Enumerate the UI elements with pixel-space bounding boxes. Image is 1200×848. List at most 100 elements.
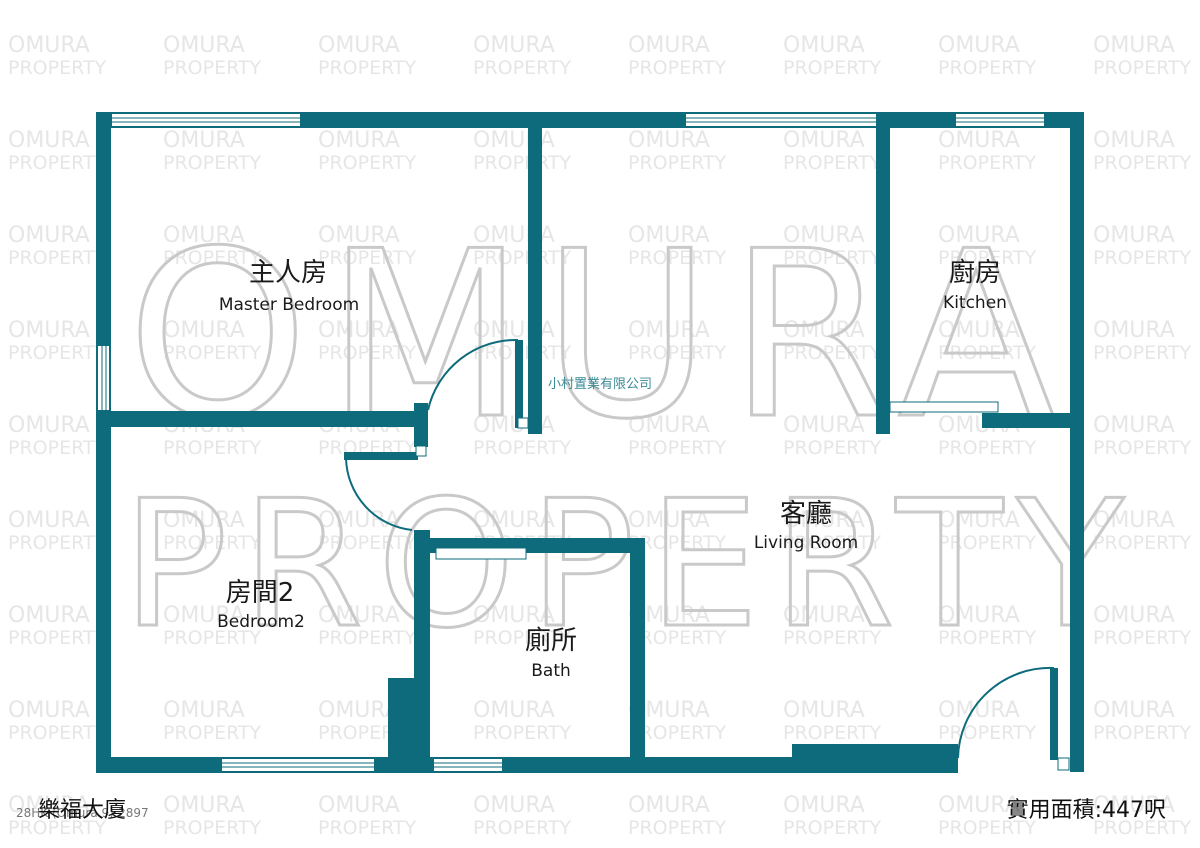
- watermark-tile-line2: PROPERTY: [473, 57, 572, 79]
- watermark-tile-line2: PROPERTY: [1093, 722, 1192, 744]
- watermark-tile-line1: OMURA: [783, 603, 865, 628]
- watermark-tile-line2: PROPERTY: [473, 722, 572, 744]
- watermark-tile-line2: PROPERTY: [628, 532, 727, 554]
- watermark-tile-line1: OMURA: [8, 508, 90, 533]
- watermark-tile-line2: PROPERTY: [8, 247, 107, 269]
- watermark-tile-line2: PROPERTY: [163, 817, 262, 839]
- watermark-tile-line2: PROPERTY: [938, 342, 1037, 364]
- watermark-tile-line2: PROPERTY: [8, 342, 107, 364]
- watermark-tile-line2: PROPERTY: [473, 437, 572, 459]
- big-watermark-omura: OMURA: [127, 203, 1073, 470]
- watermark-tile-line1: OMURA: [628, 793, 710, 818]
- watermark-tile-line2: PROPERTY: [163, 722, 262, 744]
- watermark-tile-line1: OMURA: [1093, 698, 1175, 723]
- watermark-tile-line1: OMURA: [318, 128, 400, 153]
- walls: [96, 112, 1084, 773]
- watermark-tile-line1: OMURA: [163, 603, 245, 628]
- watermark-tile-line1: OMURA: [163, 318, 245, 343]
- watermark-tile-line1: OMURA: [628, 413, 710, 438]
- watermark-tile-line2: PROPERTY: [783, 57, 882, 79]
- watermark-tile-line2: PROPERTY: [938, 532, 1037, 554]
- watermark-tile-line2: PROPERTY: [783, 722, 882, 744]
- watermark-tile-line2: PROPERTY: [938, 817, 1037, 839]
- watermark-tile-line1: OMURA: [628, 318, 710, 343]
- watermark-tile-line2: PROPERTY: [1093, 437, 1192, 459]
- windows: [98, 114, 1044, 771]
- watermark-tile-line1: OMURA: [783, 223, 865, 248]
- watermark-tile-line2: PROPERTY: [628, 247, 727, 269]
- watermark-tile-line1: OMURA: [1093, 318, 1175, 343]
- watermark-tile-line1: OMURA: [1093, 603, 1175, 628]
- wall-living-bottom: [792, 744, 958, 773]
- watermark-tile-line1: OMURA: [628, 223, 710, 248]
- watermark-tile-line1: OMURA: [318, 603, 400, 628]
- watermark-tile-line2: PROPERTY: [318, 627, 417, 649]
- watermark-tile-line1: OMURA: [8, 128, 90, 153]
- watermark-tile-line2: PROPERTY: [318, 532, 417, 554]
- watermark-tile-line1: OMURA: [473, 33, 555, 58]
- watermark-tile-line1: OMURA: [783, 318, 865, 343]
- wall-left: [96, 112, 111, 772]
- watermark-tile-line2: PROPERTY: [783, 152, 882, 174]
- watermark-tile-line2: PROPERTY: [318, 57, 417, 79]
- wall-master-bedroom2: [96, 411, 426, 427]
- room-bedroom2: 房間2 Bedroom2: [217, 578, 305, 632]
- watermark-tile-line1: OMURA: [163, 698, 245, 723]
- watermark-tile-line1: OMURA: [318, 698, 400, 723]
- watermark-tile-line2: PROPERTY: [628, 342, 727, 364]
- watermark-tile-line1: OMURA: [8, 793, 90, 818]
- watermark-tile-line1: OMURA: [318, 793, 400, 818]
- watermark-tile-line2: PROPERTY: [163, 152, 262, 174]
- watermark-tile-line1: OMURA: [938, 603, 1020, 628]
- watermark-tile-line2: PROPERTY: [783, 437, 882, 459]
- room-bath-en: Bath: [531, 661, 571, 681]
- building-name: 樂福大廈: [38, 798, 127, 823]
- watermark-tile-line2: PROPERTY: [628, 57, 727, 79]
- watermark-tile-line1: OMURA: [318, 223, 400, 248]
- window-top-left: [112, 114, 300, 126]
- window-bath-sill: [435, 547, 527, 560]
- watermark-tile-line2: PROPERTY: [1093, 532, 1192, 554]
- watermark-tile-line2: PROPERTY: [938, 57, 1037, 79]
- watermark-tile-line2: PROPERTY: [8, 532, 107, 554]
- watermark-tile-line1: OMURA: [1093, 128, 1175, 153]
- watermark-tile-line2: PROPERTY: [473, 817, 572, 839]
- watermark-tile-line1: OMURA: [473, 793, 555, 818]
- watermark-tile-line1: OMURA: [938, 508, 1020, 533]
- wall-door-stub: [414, 403, 428, 447]
- watermark-tile-line1: OMURA: [1093, 223, 1175, 248]
- wall-right: [1070, 112, 1084, 772]
- watermark-tile-line1: OMURA: [8, 698, 90, 723]
- watermark-tile-line2: PROPERTY: [8, 627, 107, 649]
- watermark-tile-line1: OMURA: [938, 793, 1020, 818]
- room-kitchen-zh: 廚房: [949, 258, 1001, 288]
- watermark-tile-line2: PROPERTY: [783, 532, 882, 554]
- window-left-master: [98, 346, 109, 410]
- watermark-tile-line1: OMURA: [8, 33, 90, 58]
- watermark-tile-line1: OMURA: [473, 603, 555, 628]
- watermark-tile-line1: OMURA: [783, 33, 865, 58]
- watermark-tile-line2: PROPERTY: [628, 627, 727, 649]
- company-name: 小村置業有限公司: [548, 376, 652, 392]
- watermark-tile-line2: PROPERTY: [938, 722, 1037, 744]
- watermark-tile-line2: PROPERTY: [783, 817, 882, 839]
- watermark-tile-line1: OMURA: [163, 793, 245, 818]
- wall-column: [388, 678, 428, 772]
- doors: [344, 338, 1070, 771]
- room-kitchen: 廚房 Kitchen: [943, 258, 1007, 313]
- watermark-tile-line1: OMURA: [938, 223, 1020, 248]
- wall-kitchen-left: [876, 112, 890, 434]
- watermark-tile-line2: PROPERTY: [163, 437, 262, 459]
- watermark-tile-line2: PROPERTY: [1093, 342, 1192, 364]
- watermark-tile-line2: PROPERTY: [8, 57, 107, 79]
- watermark-tile-line1: OMURA: [318, 33, 400, 58]
- watermark-tile-line1: OMURA: [938, 33, 1020, 58]
- watermark-tile-line2: PROPERTY: [163, 247, 262, 269]
- watermark-tile-line2: PROPERTY: [318, 247, 417, 269]
- room-living: 客廳 Living Room: [754, 499, 858, 553]
- watermark-tile-line2: PROPERTY: [1093, 817, 1192, 839]
- watermark-tile-line1: OMURA: [473, 698, 555, 723]
- watermark-tile-line2: PROPERTY: [473, 152, 572, 174]
